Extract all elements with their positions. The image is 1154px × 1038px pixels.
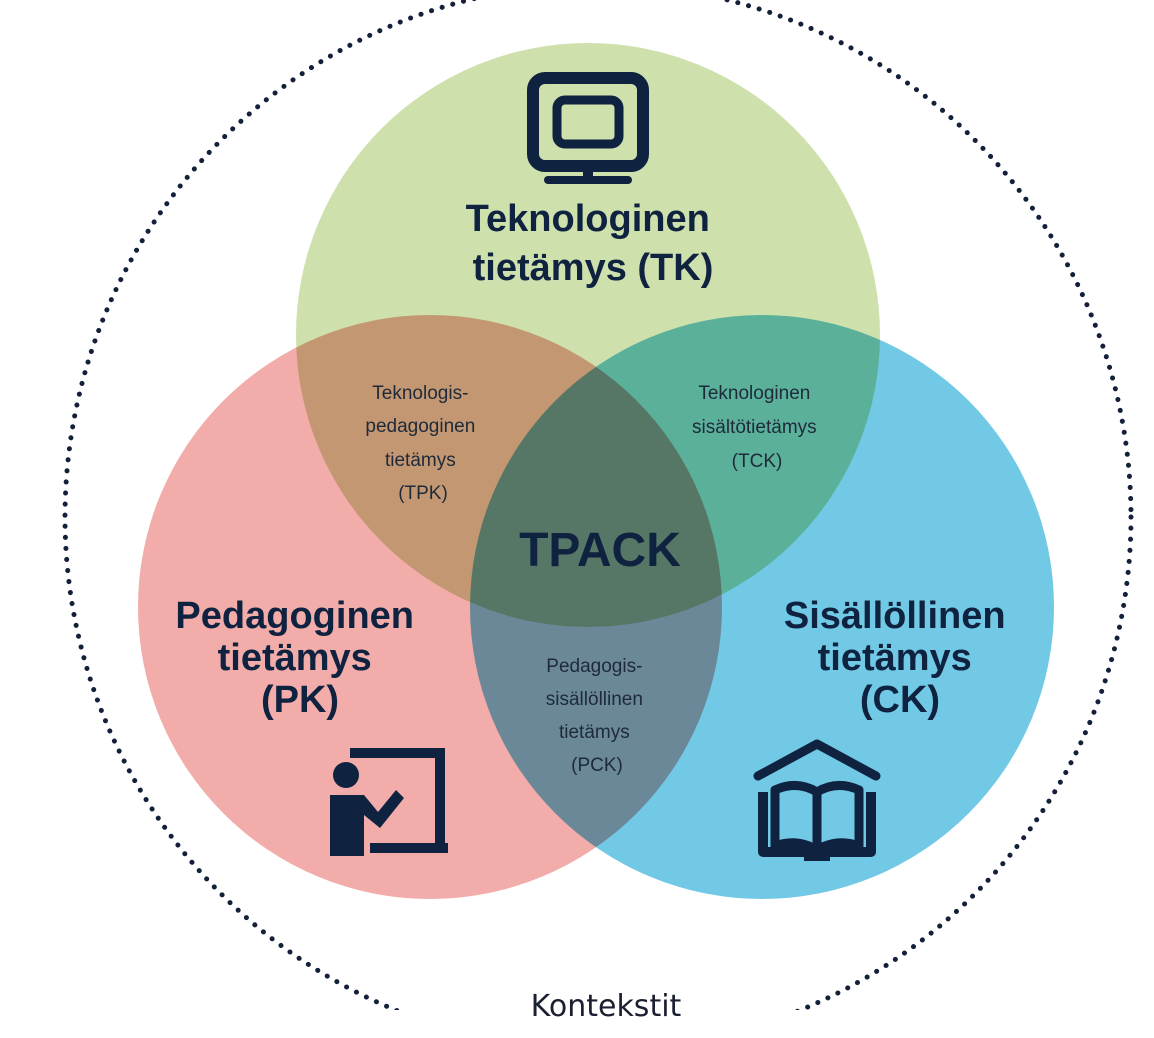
pck-label: Pedagogis- sisällöllinen tietämys (PCK) xyxy=(546,656,648,776)
context-label: Kontekstit xyxy=(531,989,682,1024)
pedagogy-label-line: Pedagoginen xyxy=(175,595,414,637)
venn-circles xyxy=(138,43,1054,899)
context-label-bg xyxy=(508,985,704,1033)
pck-label-line: tietämys xyxy=(559,722,630,743)
pck-label-line: Pedagogis- xyxy=(546,656,642,677)
content-label-line: (CK) xyxy=(860,679,940,721)
content-label-line: Sisällöllinen xyxy=(784,595,1006,637)
content-circle xyxy=(470,315,1054,899)
context-boundary xyxy=(62,0,1134,1010)
pck-label-line: sisällöllinen xyxy=(546,689,643,710)
pedagogy-label: Pedagoginen tietämys (PK) xyxy=(175,595,424,721)
technology-label-line: tietämys (TK) xyxy=(473,247,714,289)
pedagogy-label-line: (PK) xyxy=(261,679,339,721)
pedagogy-label-line: tietämys xyxy=(218,637,372,679)
computer-monitor-icon xyxy=(527,72,649,184)
tpack-center-label: TPACK xyxy=(519,524,681,577)
tpk-label-line: pedagoginen xyxy=(365,416,475,437)
content-label: Sisällöllinen tietämys (CK) xyxy=(784,595,1016,721)
open-book-icon xyxy=(753,739,881,861)
content-label-line: tietämys xyxy=(818,637,972,679)
tck-label: Teknologinen sisältötietämys (TCK) xyxy=(692,383,822,472)
tck-label-line: sisältötietämys xyxy=(692,417,817,438)
tpk-label-line: Teknologis- xyxy=(372,383,468,404)
pck-label-line: (PCK) xyxy=(571,755,623,776)
tck-label-line: Teknologinen xyxy=(698,383,810,404)
tpk-label-line: (TPK) xyxy=(398,483,448,504)
teacher-at-board-icon xyxy=(330,748,448,856)
tck-label-line: (TCK) xyxy=(732,451,783,472)
technology-label: Teknologinen tietämys (TK) xyxy=(466,198,721,289)
tpk-label-line: tietämys xyxy=(385,450,456,471)
tpk-label: Teknologis- pedagoginen tietämys (TPK) xyxy=(365,383,480,504)
technology-label-line: Teknologinen xyxy=(466,198,710,240)
